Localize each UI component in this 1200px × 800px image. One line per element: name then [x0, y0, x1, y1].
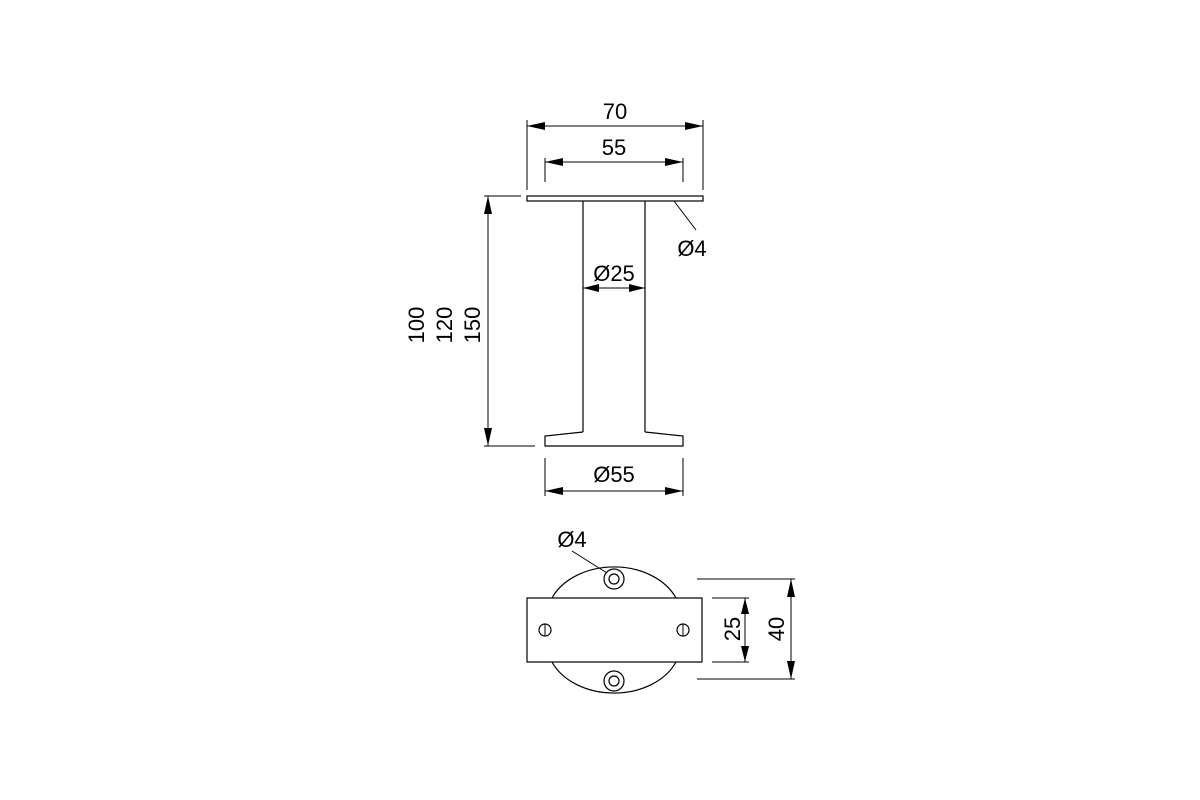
base-flange	[544, 431, 684, 447]
dimension-hole-bottom: Ø4	[557, 527, 608, 574]
dimension-height: 100 120 150	[404, 195, 535, 447]
dimension-hole-side: Ø4	[673, 200, 707, 261]
right-screw-icon	[676, 623, 690, 637]
round-base	[551, 566, 677, 694]
dim-label-70: 70	[603, 99, 627, 124]
dim-label-bracket: 25	[720, 617, 745, 641]
dimension-70: 70	[526, 99, 704, 190]
dim-label-height-120: 120	[432, 307, 457, 344]
dim-label-base: Ø55	[593, 462, 635, 487]
side-view: 70 55 Ø4 Ø25 1	[404, 99, 707, 496]
dimension-tube: Ø25	[583, 261, 645, 292]
top-hole	[603, 568, 625, 590]
dimension-overall: 40	[697, 578, 795, 680]
dim-label-height-150: 150	[460, 307, 485, 344]
dim-label-hole-side: Ø4	[677, 236, 706, 261]
bottom-view: Ø4 25 40	[526, 527, 795, 694]
bottom-hole	[603, 670, 625, 692]
top-plate	[526, 195, 704, 202]
dim-label-height-100: 100	[404, 307, 429, 344]
dimension-bracket: 25	[712, 597, 749, 663]
dimension-55: 55	[544, 135, 684, 182]
dimension-base: Ø55	[544, 458, 684, 496]
bracket-plate	[526, 597, 703, 663]
dim-label-overall: 40	[764, 617, 789, 641]
dim-label-55: 55	[602, 135, 626, 160]
dim-label-tube: Ø25	[593, 261, 635, 286]
left-screw-icon	[538, 623, 552, 637]
dim-label-hole-bottom: Ø4	[557, 527, 586, 552]
